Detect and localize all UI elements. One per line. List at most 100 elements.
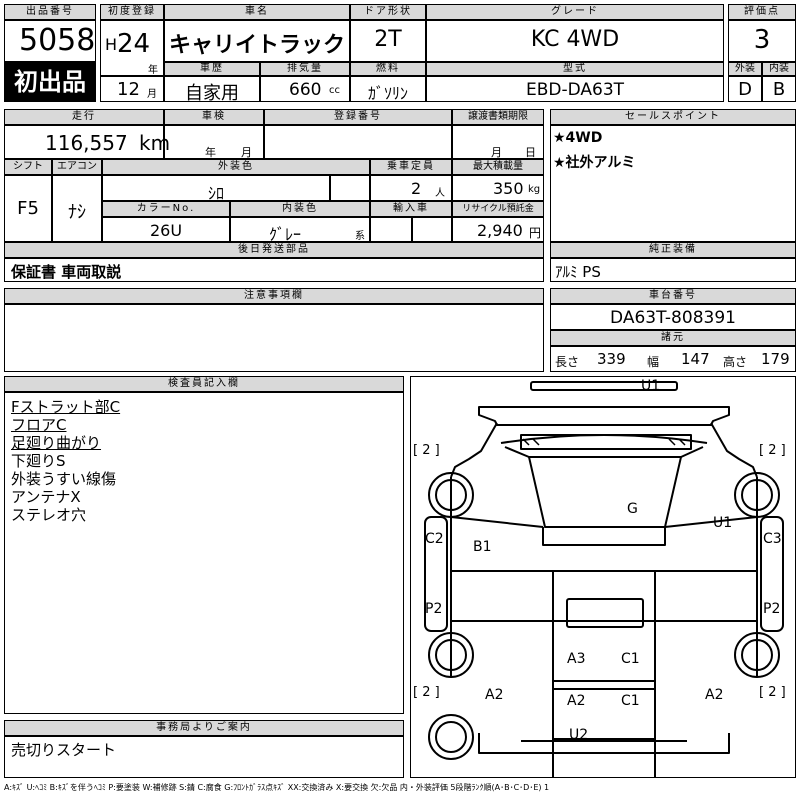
reg-number-header: 登録番号 bbox=[264, 109, 452, 125]
score: 3 bbox=[753, 25, 771, 55]
history-header: 車歴 bbox=[164, 62, 260, 76]
era: H bbox=[105, 35, 118, 54]
fuel-cell: ｶﾞｿﾘﾝ bbox=[350, 76, 426, 103]
ext-color: ｼﾛ bbox=[207, 184, 224, 203]
ext-color-extra-cell bbox=[330, 175, 370, 201]
color-no-header: カラーNo. bbox=[102, 201, 230, 217]
door-header: ドア形状 bbox=[350, 4, 426, 20]
inspection-year-unit: 年 bbox=[205, 146, 216, 159]
interior-grade-cell: B bbox=[762, 76, 796, 102]
fuel-header: 燃料 bbox=[350, 62, 426, 76]
ext-color-cell: ｼﾛ bbox=[102, 175, 330, 203]
fuel: ｶﾞｿﾘﾝ bbox=[367, 84, 408, 103]
max-load-header: 最大積載量 bbox=[452, 159, 544, 175]
inspection-header: 車検 bbox=[164, 109, 264, 125]
inspection-cell: 年 月 bbox=[164, 125, 264, 159]
inspector-line: 下廻りS bbox=[11, 452, 66, 470]
import-cell-b bbox=[412, 217, 452, 242]
mark-c1-low: C1 bbox=[621, 693, 640, 709]
inspection-month-unit: 月 bbox=[241, 146, 252, 159]
mark-b1: B1 bbox=[473, 539, 492, 555]
int-color: ｸﾞﾚｰ bbox=[269, 225, 302, 244]
mileage-header: 走行 bbox=[4, 109, 164, 125]
mark-bracket-bl: [ 2 ] bbox=[413, 685, 440, 700]
mark-u1-right: U1 bbox=[713, 515, 733, 531]
year-unit: 年 bbox=[148, 65, 158, 76]
inspector-line: フロアC bbox=[11, 416, 67, 434]
door-cell: 2T bbox=[350, 20, 426, 62]
mark-a2-right: A2 bbox=[705, 687, 724, 703]
height-value: 179 bbox=[761, 350, 790, 368]
sales-point-2: ★社外アルミ bbox=[553, 155, 636, 171]
capacity-cell: 2 人 bbox=[370, 175, 452, 201]
inspector-line: アンテナX bbox=[11, 488, 81, 506]
mark-g: G bbox=[627, 501, 638, 517]
model-header: 型式 bbox=[426, 62, 724, 76]
max-load-unit: kg bbox=[528, 184, 541, 195]
max-load: 350 bbox=[493, 179, 524, 198]
specs-header: 諸元 bbox=[550, 330, 796, 346]
grade: KC 4WD bbox=[530, 27, 620, 52]
mileage-cell: 116,557 km bbox=[4, 125, 170, 159]
inspector-line: 外装うすい線傷 bbox=[11, 470, 117, 488]
first-reg-header: 初度登録 bbox=[100, 4, 164, 20]
int-color-header: 内装色 bbox=[230, 201, 370, 217]
later-parts-header: 後日発送部品 bbox=[4, 242, 544, 258]
reg-number-cell bbox=[264, 125, 452, 159]
truck-outline-svg bbox=[424, 381, 784, 777]
recycle-cell: 2,940 円 bbox=[452, 217, 544, 242]
genuine-cell: ｱﾙﾐ PS bbox=[550, 258, 796, 282]
length-value: 339 bbox=[597, 350, 626, 368]
first-reg-cell: H 24 年 bbox=[100, 20, 164, 76]
import-cell-a bbox=[370, 217, 412, 242]
recycle-fee: 2,940 bbox=[477, 221, 523, 240]
interior-header: 内装 bbox=[762, 62, 796, 76]
mileage: 116,557 bbox=[45, 131, 128, 155]
door-type: 2T bbox=[374, 27, 402, 52]
lot-number-header: 出品番号 bbox=[4, 4, 96, 20]
later-parts-text: 保証書 車両取説 bbox=[11, 263, 122, 281]
height-label: 高さ bbox=[723, 355, 748, 369]
ac-cell: ﾅｼ bbox=[52, 175, 102, 242]
chassis-number: DA63T-808391 bbox=[610, 308, 736, 328]
legend: A:ｷｽﾞ U:ﾍｺﾐ B:ｷｽﾞを伴うﾍｺﾐ P:要塗装 W:補修跡 S:錆 … bbox=[4, 783, 550, 792]
sales-points-cell: ★4WD ★社外アルミ bbox=[550, 125, 796, 242]
mark-bracket-tr: [ 2 ] bbox=[759, 443, 786, 458]
displacement-header: 排気量 bbox=[260, 62, 350, 76]
sales-points-header: セールスポイント bbox=[550, 109, 796, 125]
capacity-unit: 人 bbox=[435, 188, 445, 199]
recycle-header: リサイクル預託金 bbox=[452, 201, 544, 217]
inspector-cell: Fストラット部C フロアC 足廻り曲がり 下廻りS 外装うすい線傷 アンテナX … bbox=[4, 392, 404, 714]
grade-header: グレード bbox=[426, 4, 724, 20]
chassis-cell: DA63T-808391 bbox=[550, 304, 796, 330]
inspector-line: ステレオ穴 bbox=[11, 506, 87, 524]
width-label: 幅 bbox=[647, 355, 660, 369]
mark-p2-right: P2 bbox=[763, 601, 781, 617]
mark-a2-mid: A2 bbox=[567, 693, 586, 709]
displacement: 660 bbox=[289, 80, 322, 100]
exterior-header: 外装 bbox=[728, 62, 762, 76]
genuine-header: 純正装備 bbox=[550, 242, 796, 258]
interior-grade: B bbox=[772, 79, 786, 100]
model: EBD-DA63T bbox=[525, 80, 625, 100]
notes-header: 注意事項欄 bbox=[4, 288, 544, 304]
first-reg-month: 12 bbox=[117, 79, 140, 100]
length-label: 長さ bbox=[555, 355, 580, 369]
transfer-day-unit: 日 bbox=[525, 146, 536, 159]
history-cell: 自家用 bbox=[164, 76, 260, 104]
mark-a3: A3 bbox=[567, 651, 586, 667]
lot-number: 5058 bbox=[19, 23, 96, 58]
mark-a2-left: A2 bbox=[485, 687, 504, 703]
exterior-grade-cell: D bbox=[728, 76, 762, 102]
score-header: 評価点 bbox=[728, 4, 796, 20]
car-name-header: 車名 bbox=[164, 4, 350, 20]
car-name: キャリイトラック bbox=[168, 33, 345, 58]
transfer-month-unit: 月 bbox=[491, 146, 502, 159]
later-parts-cell: 保証書 車両取説 bbox=[4, 258, 544, 282]
displacement-unit: cc bbox=[329, 85, 340, 96]
notes-cell bbox=[4, 304, 544, 372]
shift-cell: F5 bbox=[4, 175, 52, 242]
office-text: 売切りスタート bbox=[11, 741, 117, 759]
exterior-grade: D bbox=[738, 79, 752, 100]
vehicle-diagram: U1 [ 2 ] [ 2 ] G U1 C2 B1 C3 P2 P2 A3 C1… bbox=[410, 376, 796, 778]
